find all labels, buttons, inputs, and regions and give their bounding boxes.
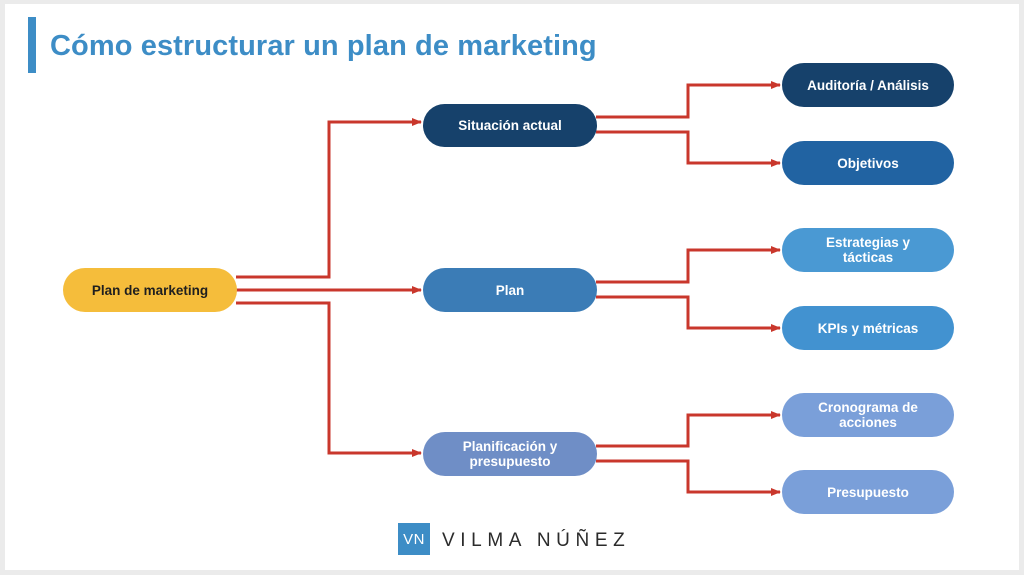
leaf-label: Presupuesto: [827, 484, 909, 500]
leaf-label: Objetivos: [837, 155, 899, 171]
node-situacion-actual: Situación actual: [423, 104, 597, 147]
arrow-planificacion-to-presupuesto: [596, 459, 781, 496]
leaf-auditoria-analisis: Auditoría / Análisis: [782, 63, 954, 107]
brand-name: VILMA NÚÑEZ: [442, 530, 631, 551]
arrow-root-to-situacion: [236, 118, 422, 279]
arrow-plan-to-estrategias: [596, 246, 781, 284]
node-label: Plan: [495, 282, 525, 298]
leaf-estrategias-y-tacticas: Estrategias y tácticas: [782, 228, 954, 272]
leaf-label: Cronograma de acciones: [818, 400, 918, 430]
node-label: Plan de marketing: [91, 282, 209, 298]
arrow-plan-to-kpis: [596, 295, 781, 332]
leaf-label: Estrategias y tácticas: [825, 235, 911, 265]
brand-logo-mark: VN: [398, 523, 430, 555]
leaf-label: KPIs y métricas: [817, 320, 919, 336]
arrow-planificacion-to-cronograma: [596, 411, 781, 448]
node-plan-de-marketing: Plan de marketing: [63, 268, 237, 312]
arrow-situacion-to-auditoria: [596, 81, 781, 119]
leaf-objetivos: Objetivos: [782, 141, 954, 185]
arrow-situacion-to-objetivos: [596, 130, 781, 167]
leaf-cronograma-de-acciones: Cronograma de acciones: [782, 393, 954, 437]
leaf-kpis-y-metricas: KPIs y métricas: [782, 306, 954, 350]
title-accent-bar: [28, 17, 36, 73]
node-planificacion-y-presupuesto: Planificación y presupuesto: [423, 432, 597, 476]
leaf-label: Auditoría / Análisis: [807, 77, 929, 93]
node-plan: Plan: [423, 268, 597, 312]
arrow-root-to-planificacion: [236, 301, 422, 457]
node-label: Situación actual: [458, 118, 562, 133]
page-title: Cómo estructurar un plan de marketing: [50, 30, 597, 62]
node-label: Planificación y presupuesto: [462, 439, 558, 469]
leaf-presupuesto: Presupuesto: [782, 470, 954, 514]
